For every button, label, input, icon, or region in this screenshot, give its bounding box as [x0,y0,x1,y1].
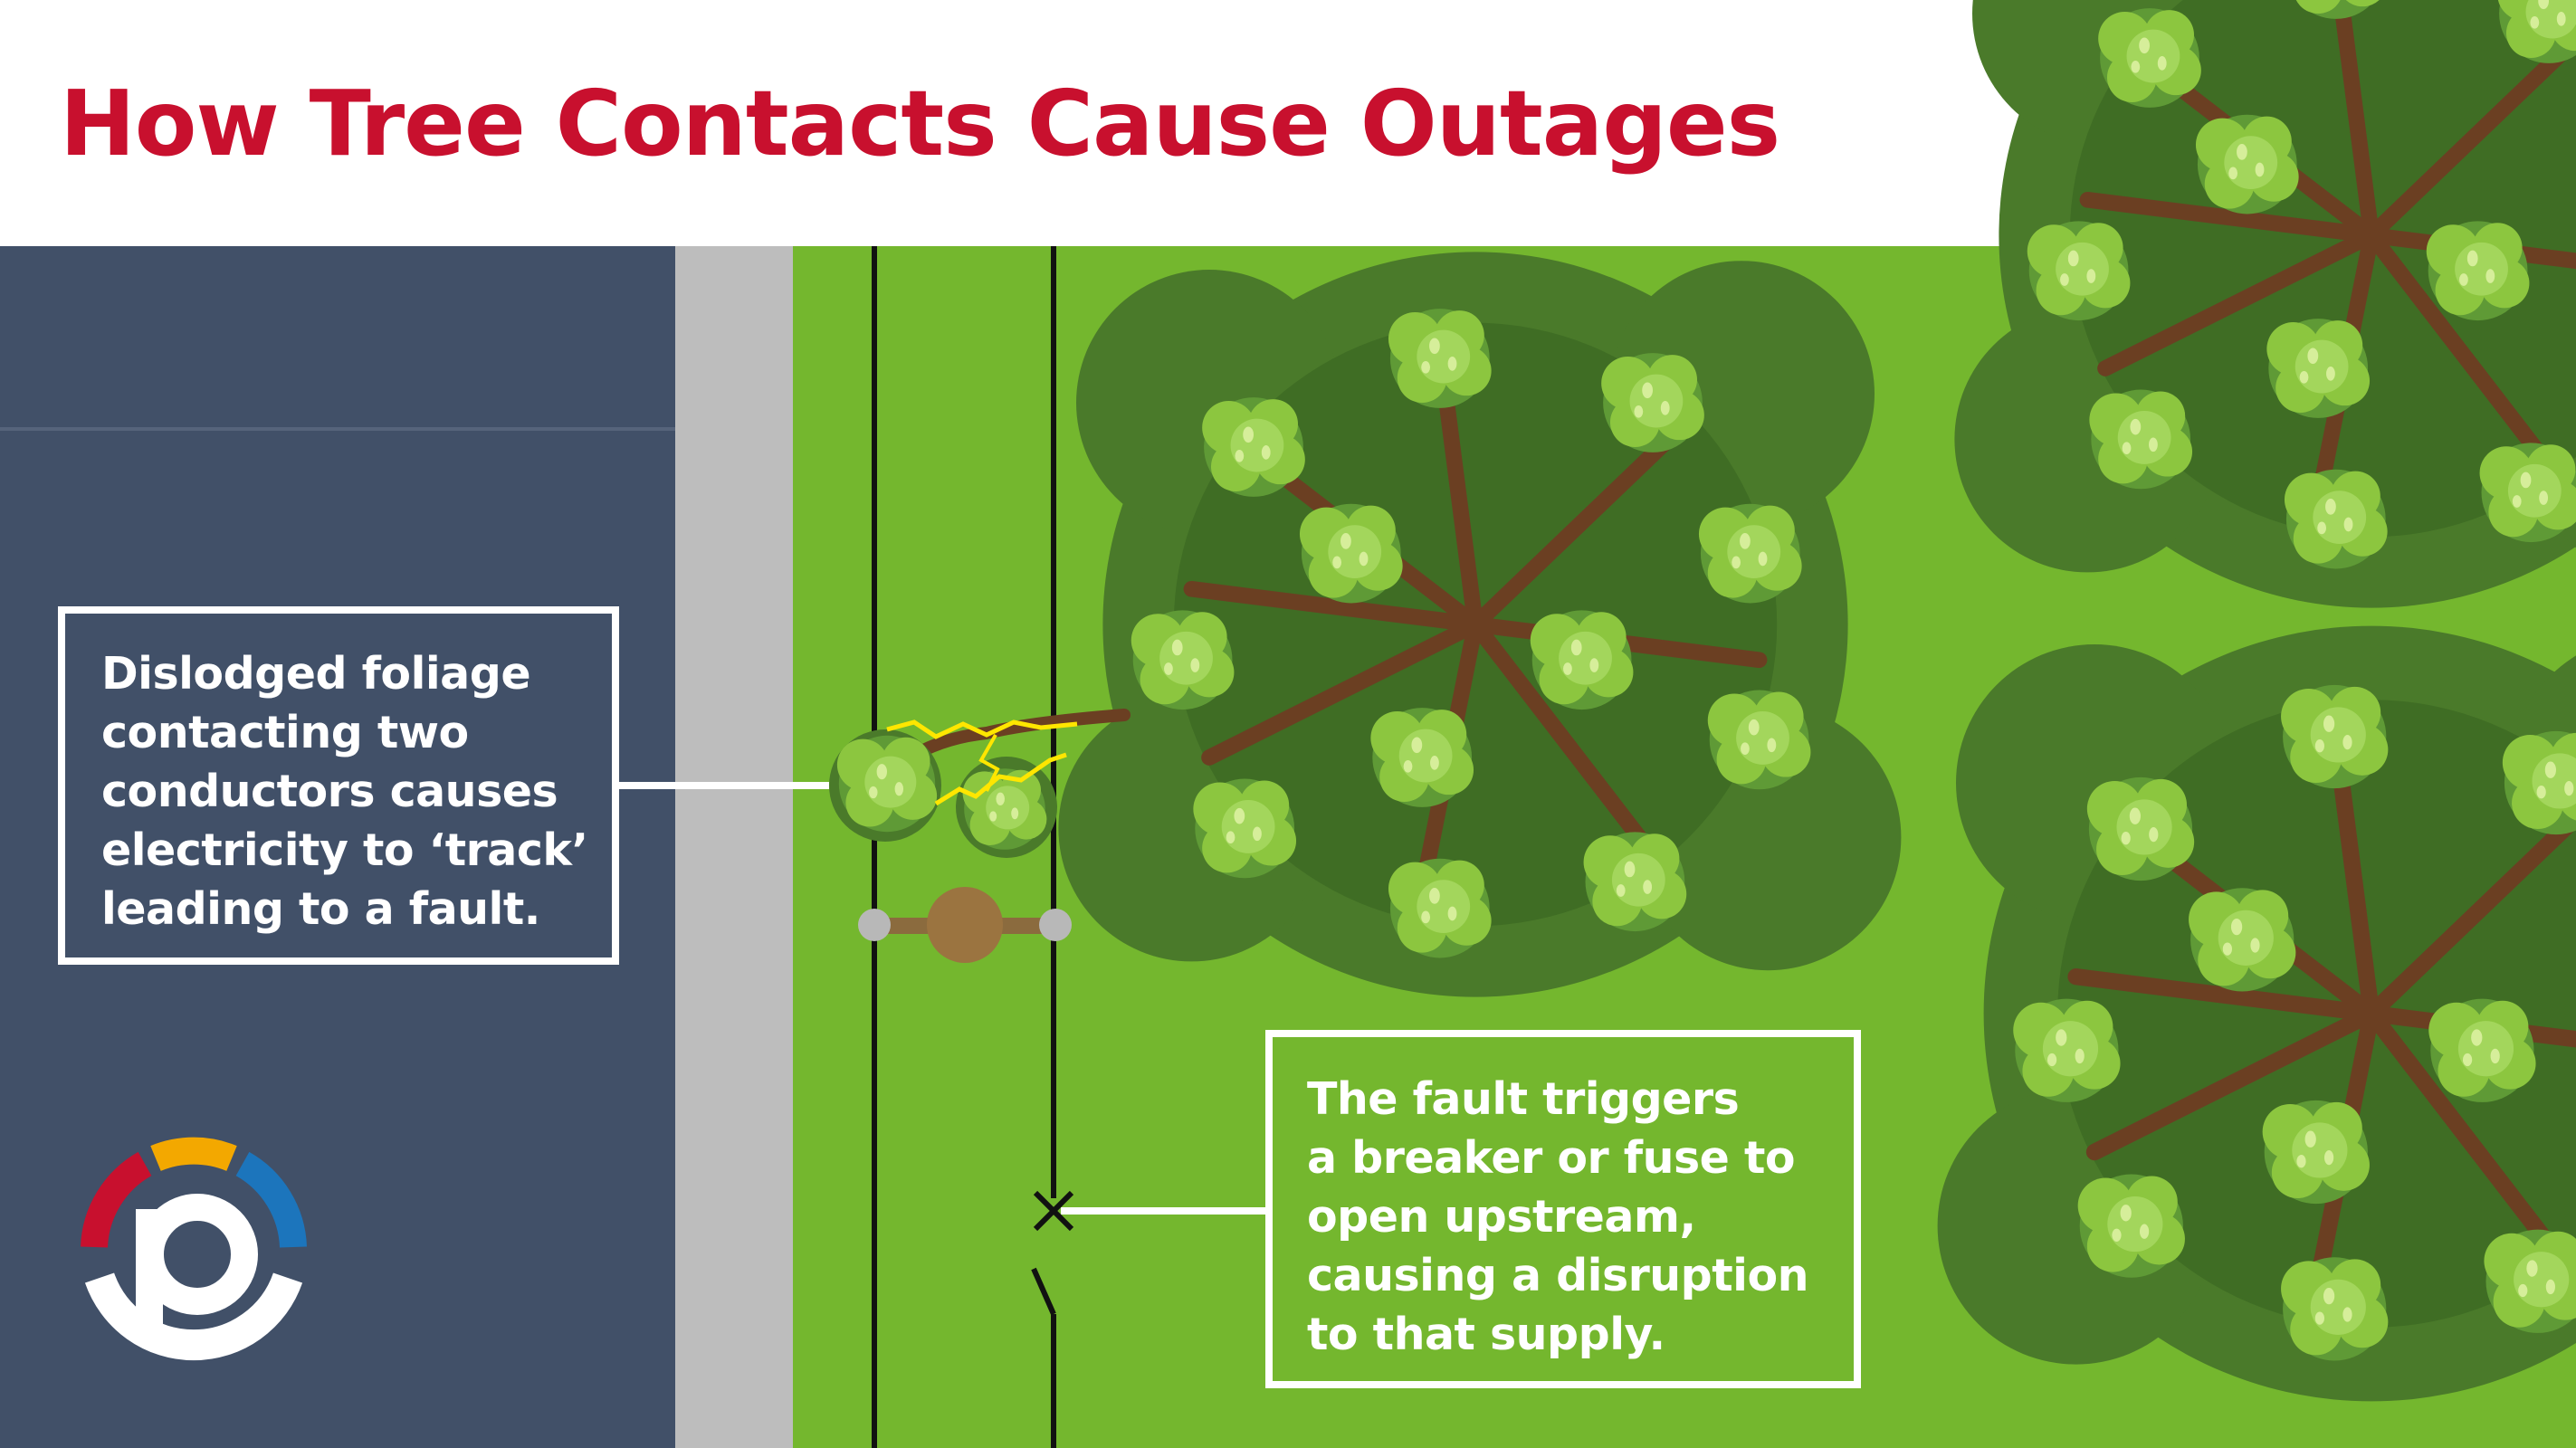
page-title: How Tree Contacts Cause Outages [60,71,1780,176]
pole-insulator-icon [858,887,1072,963]
callout-foliage: Dislodged foliage contacting two conduct… [58,606,619,965]
spark-icon [886,719,1078,806]
callout-breaker-text: The fault triggers a breaker or fuse to … [1307,1073,1809,1360]
tree-center [1058,252,1901,996]
callout-breaker: The fault triggers a breaker or fuse to … [1265,1030,1861,1388]
lane-marking [0,427,675,431]
tree-bottom-right [1938,626,2576,1402]
sidewalk [675,246,793,1448]
tree-top-right [1954,0,2576,608]
p-ring-logo-icon [81,1137,307,1361]
x-mark-icon [1033,1190,1074,1232]
dislodged-foliage [829,729,1057,858]
callout-foliage-text: Dislodged foliage contacting two conduct… [101,648,588,935]
open-switch-icon [1031,1267,1056,1316]
